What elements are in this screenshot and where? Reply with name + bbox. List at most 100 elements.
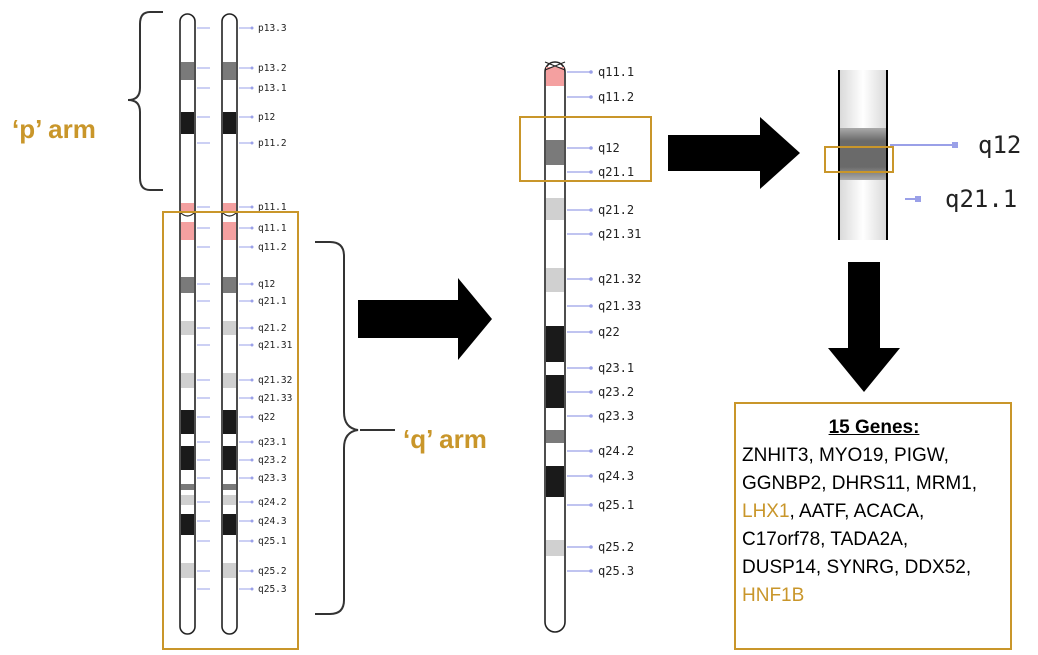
- band-tick-dot: [250, 115, 254, 119]
- gene-list: ZNHIT3, MYO19, PIGW,GGNBP2, DHRS11, MRM1…: [742, 442, 1006, 610]
- genes-box: 15 Genes: ZNHIT3, MYO19, PIGW,GGNBP2, DH…: [734, 402, 1012, 650]
- gene-highlight: HNF1B: [742, 585, 805, 606]
- q-arm-highlight-box: [162, 211, 299, 650]
- band-label: q21.32: [258, 375, 292, 386]
- band-tick-dot: [589, 304, 593, 308]
- chromosome-band: [181, 484, 194, 490]
- band-label: q11.2: [598, 90, 634, 104]
- band-tick-dot: [250, 476, 254, 480]
- centromere-mark: [221, 211, 238, 217]
- band-tick-dot: [250, 226, 254, 230]
- chromosome-band: [181, 373, 194, 388]
- chromosome-band: [223, 321, 236, 335]
- band-tick-dot: [589, 414, 593, 418]
- band-tick-dot: [250, 569, 254, 573]
- band-tick-dot: [589, 146, 593, 150]
- chromosome-band: [181, 203, 194, 212]
- q-arm-brace: [315, 241, 359, 615]
- gene-line: HNF1B: [742, 582, 1006, 610]
- arrow-right-1: [358, 278, 492, 360]
- chromosome-band: [546, 198, 564, 220]
- chromosome-band: [181, 495, 194, 505]
- chromosome-band: [546, 540, 564, 556]
- band-tick-dot: [250, 415, 254, 419]
- p-arm-label: ‘p’ arm: [12, 114, 96, 144]
- band-label: q21.32: [598, 272, 641, 286]
- band-tick-dot: [250, 86, 254, 90]
- band-tick-dot: [250, 66, 254, 70]
- band-label: q25.1: [598, 498, 634, 512]
- band-tick-dot: [589, 95, 593, 99]
- band-tick-dot: [915, 196, 921, 202]
- band-label: q25.2: [258, 566, 287, 577]
- band-tick-dot: [589, 545, 593, 549]
- chromosome-band: [546, 375, 564, 408]
- band-tick-dot: [589, 330, 593, 334]
- band-tick-dot: [250, 458, 254, 462]
- q12-zoom-box: [824, 146, 894, 173]
- chromosome-band: [223, 410, 236, 434]
- chromosome-band: [181, 563, 194, 578]
- band-tick-dot: [589, 474, 593, 478]
- gene-highlight: LHX1: [742, 501, 790, 522]
- q-arm-chromosome: q11.1q11.2q12q21.1q21.2q21.31q21.32q21.3…: [544, 61, 641, 633]
- band-label: q25.3: [258, 584, 287, 595]
- arrow-right-2: [668, 117, 800, 189]
- chromosome-band: [546, 466, 564, 497]
- chromosome-band: [181, 222, 194, 240]
- band-tick-dot: [250, 519, 254, 523]
- band-label: p13.3: [258, 23, 287, 34]
- band-label: p13.1: [258, 83, 287, 94]
- chromosome-band: [546, 430, 564, 443]
- chromosome-band: [223, 563, 236, 578]
- band-tick-dot: [589, 170, 593, 174]
- chromosome-band: [546, 326, 564, 362]
- band-tick-dot: [589, 449, 593, 453]
- band-label: q23.3: [258, 473, 287, 484]
- chromosome-band: [223, 112, 236, 134]
- band-tick-dot: [589, 208, 593, 212]
- band-tick-dot: [952, 142, 958, 148]
- band-label: q21.1: [598, 165, 634, 179]
- band-tick-dot: [250, 282, 254, 286]
- band-label: q21.31: [258, 340, 293, 351]
- band-tick-dot: [250, 141, 254, 145]
- band-label: q24.3: [598, 469, 634, 483]
- q12-region-box: [519, 116, 652, 182]
- band-label: q11.1: [258, 223, 287, 234]
- arrow-down: [828, 262, 900, 392]
- gene-text: DUSP14, SYNRG, DDX52,: [742, 557, 972, 578]
- band-label: q23.1: [598, 361, 634, 375]
- gene-line: GGNBP2, DHRS11, MRM1,: [742, 470, 1006, 498]
- gene-line: LHX1, AATF, ACACA,: [742, 498, 1006, 526]
- band-label: q21.2: [258, 323, 287, 334]
- chromosome-band: [223, 514, 236, 535]
- band-label: q21.1: [258, 296, 287, 307]
- band-tick-dot: [589, 390, 593, 394]
- chromosome-band: [181, 514, 194, 535]
- band-label: q11.1: [598, 65, 634, 79]
- chromosome-band: [223, 222, 236, 240]
- band-label: p12: [258, 112, 275, 123]
- band-label: q23.3: [598, 409, 634, 423]
- chromosome-band: [223, 373, 236, 388]
- chromosome-band: [223, 203, 236, 212]
- chromosome-band: [546, 67, 564, 86]
- band-tick-dot: [250, 205, 254, 209]
- chromosome-band: [546, 140, 564, 165]
- band-tick-dot: [250, 500, 254, 504]
- band-label: q22: [258, 412, 275, 423]
- full-chromosome-pair: p13.3p13.2p13.1p12p11.2p11.1q11.1q11.2q1…: [179, 13, 293, 635]
- band-tick-dot: [589, 366, 593, 370]
- band-label: q23.2: [598, 385, 634, 399]
- band-label: q23.1: [258, 437, 287, 448]
- band-label: q21.33: [598, 299, 641, 313]
- band-label: q22: [598, 325, 620, 339]
- gene-line: DUSP14, SYNRG, DDX52,: [742, 554, 1006, 582]
- band-label: q12: [978, 131, 1021, 159]
- band-label: q21.33: [258, 393, 292, 404]
- chromosome-band: [223, 446, 236, 470]
- chromosome-band: [223, 277, 236, 293]
